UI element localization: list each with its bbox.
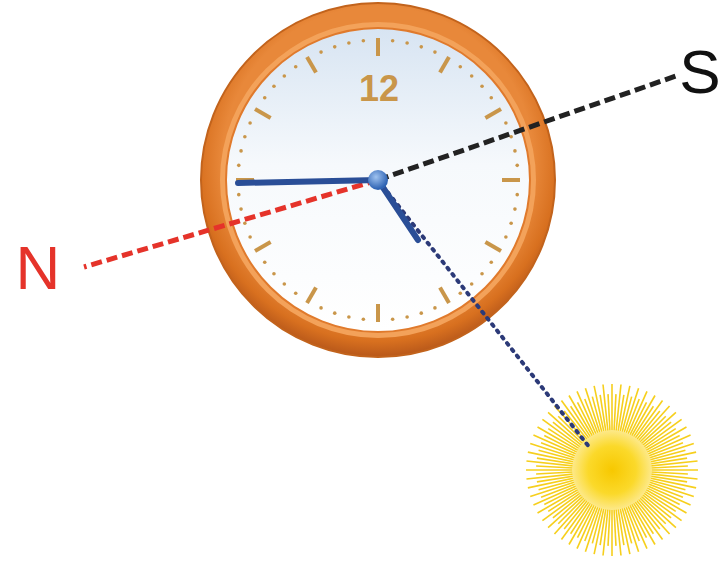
minute-dot xyxy=(515,164,519,168)
minute-dot xyxy=(433,306,437,310)
compass-label: N xyxy=(16,237,61,299)
hour-tick xyxy=(440,287,449,303)
minute-dot xyxy=(480,272,484,276)
minute-dot xyxy=(294,65,298,69)
minute-dot xyxy=(470,282,474,286)
hour-tick xyxy=(485,109,501,118)
minute-dot xyxy=(347,41,351,45)
minute-dot xyxy=(283,282,287,286)
minute-dot xyxy=(458,65,462,69)
sun-rays xyxy=(526,384,698,556)
hour-tick xyxy=(307,287,316,303)
minute-dot xyxy=(405,41,409,45)
minute-dot xyxy=(391,39,395,43)
minute-dot xyxy=(513,207,517,211)
minute-dot xyxy=(283,74,287,78)
minute-dot xyxy=(489,96,493,100)
minute-dot xyxy=(243,221,247,225)
clock-numeral: 12 xyxy=(359,71,399,107)
minute-dot xyxy=(489,260,493,264)
minute-dot xyxy=(515,193,519,197)
north-line xyxy=(84,180,378,267)
minute-dot xyxy=(405,315,409,319)
minute-dot xyxy=(458,291,462,295)
minute-dot xyxy=(391,317,395,321)
minute-dot xyxy=(248,121,252,125)
minute-dot xyxy=(333,45,337,49)
minute-dot xyxy=(243,135,247,139)
hour-tick xyxy=(376,38,380,56)
minute-dot xyxy=(333,311,337,315)
hour-hand xyxy=(378,180,418,240)
minute-dot xyxy=(419,311,423,315)
minute-dot xyxy=(513,149,517,153)
minute-dot xyxy=(294,291,298,295)
south-line xyxy=(378,76,676,180)
clock-ring xyxy=(201,3,555,357)
minute-dot xyxy=(237,193,241,197)
compass-label: S xyxy=(679,41,720,103)
minute-dot xyxy=(362,317,366,321)
hour-tick xyxy=(307,57,316,73)
hour-tick xyxy=(255,242,271,251)
minute-dot xyxy=(319,50,323,54)
minute-dot xyxy=(319,306,323,310)
minute-dot xyxy=(419,45,423,49)
clock-ticks xyxy=(236,38,520,322)
minute-dot xyxy=(509,135,513,139)
clock-ring-inner xyxy=(220,22,536,338)
clock-knob xyxy=(368,170,388,190)
hour-tick xyxy=(255,109,271,118)
minute-dot xyxy=(263,260,267,264)
minute-dot xyxy=(248,235,252,239)
minute-dot xyxy=(480,85,484,89)
hour-tick xyxy=(502,178,520,182)
hour-tick xyxy=(485,242,501,251)
hour-tick xyxy=(376,304,380,322)
hour-tick xyxy=(440,57,449,73)
minute-dot xyxy=(272,85,276,89)
minute-dot xyxy=(433,50,437,54)
clock-face xyxy=(226,28,530,332)
minute-hand xyxy=(238,180,378,183)
sun-line xyxy=(378,180,590,448)
minute-dot xyxy=(470,74,474,78)
minute-dot xyxy=(362,39,366,43)
minute-dot xyxy=(509,221,513,225)
minute-dot xyxy=(347,315,351,319)
minute-dot xyxy=(239,207,243,211)
minute-dot xyxy=(504,235,508,239)
minute-dot xyxy=(237,164,241,168)
minute-dot xyxy=(504,121,508,125)
minute-dot xyxy=(263,96,267,100)
minute-dot xyxy=(272,272,276,276)
minute-dot xyxy=(239,149,243,153)
sun xyxy=(572,430,652,510)
